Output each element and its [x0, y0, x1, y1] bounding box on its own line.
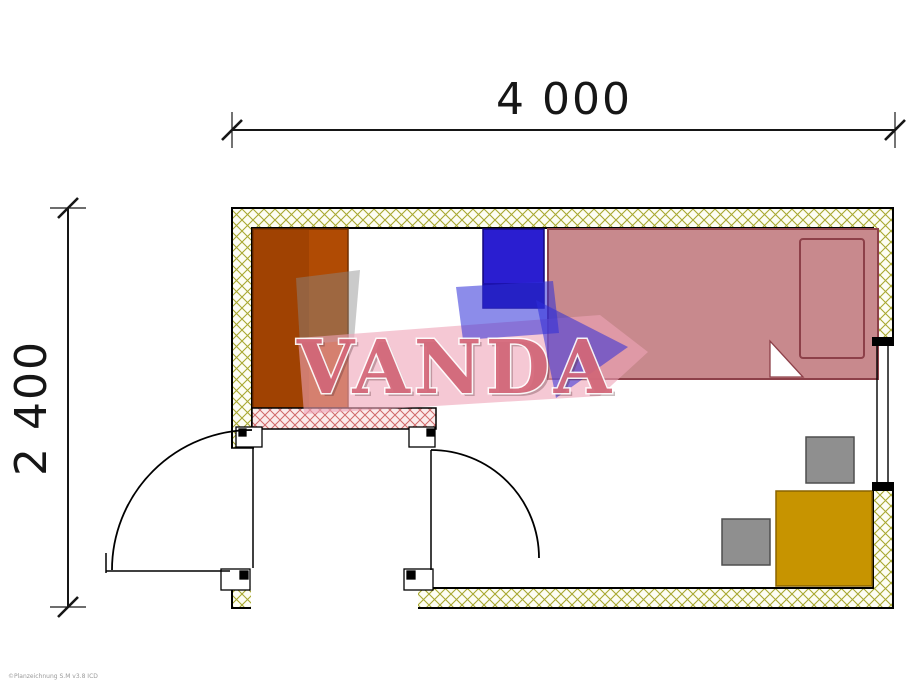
- desk: [775, 490, 873, 587]
- blanket-fold: [769, 339, 805, 378]
- fine-print: ©Planzeichnung S.M v3.8 ICD: [8, 673, 98, 680]
- door-swing-arc-right: [430, 449, 540, 559]
- window: [872, 337, 894, 491]
- watermark-blue-arrowhead: [536, 300, 628, 398]
- left-wall-opening: [229, 448, 255, 586]
- watermark-gray-shape: [296, 270, 360, 345]
- dimension-width-tick-right: [884, 119, 906, 141]
- entry-door-opening: [251, 585, 418, 611]
- wardrobe-shade: [253, 229, 309, 408]
- dimension-width-label: 4 000: [496, 74, 632, 125]
- chair-top: [805, 436, 855, 484]
- door-leaf-left-closed: [105, 553, 230, 573]
- jamb-interior-left-stop: [238, 428, 247, 437]
- chair-left: [721, 518, 771, 566]
- dimension-width-tick-left: [221, 119, 243, 141]
- dimension-height-label: 2 400: [6, 340, 57, 476]
- jamb-interior-right-stop: [426, 428, 435, 437]
- watermark: VANDA VANDA: [294, 270, 648, 414]
- jamb-entry-left-stop: [239, 570, 249, 580]
- watermark-blue-band: [456, 281, 559, 340]
- dimension-width: [221, 112, 906, 148]
- watermark-text-shadow: VANDA: [299, 328, 618, 414]
- dimension-height: [50, 197, 86, 618]
- dimension-height-tick-top: [57, 197, 79, 219]
- watermark-text: VANDA: [296, 325, 615, 411]
- window-end-top: [872, 337, 894, 346]
- door-jambs: [220, 426, 436, 591]
- window-end-bottom: [872, 482, 894, 491]
- jamb-entry-right-stop: [406, 570, 416, 580]
- door-swing-arc-left: [111, 429, 253, 571]
- pillow: [799, 238, 865, 359]
- doors: [105, 429, 540, 573]
- dimension-height-tick-bottom: [57, 596, 79, 618]
